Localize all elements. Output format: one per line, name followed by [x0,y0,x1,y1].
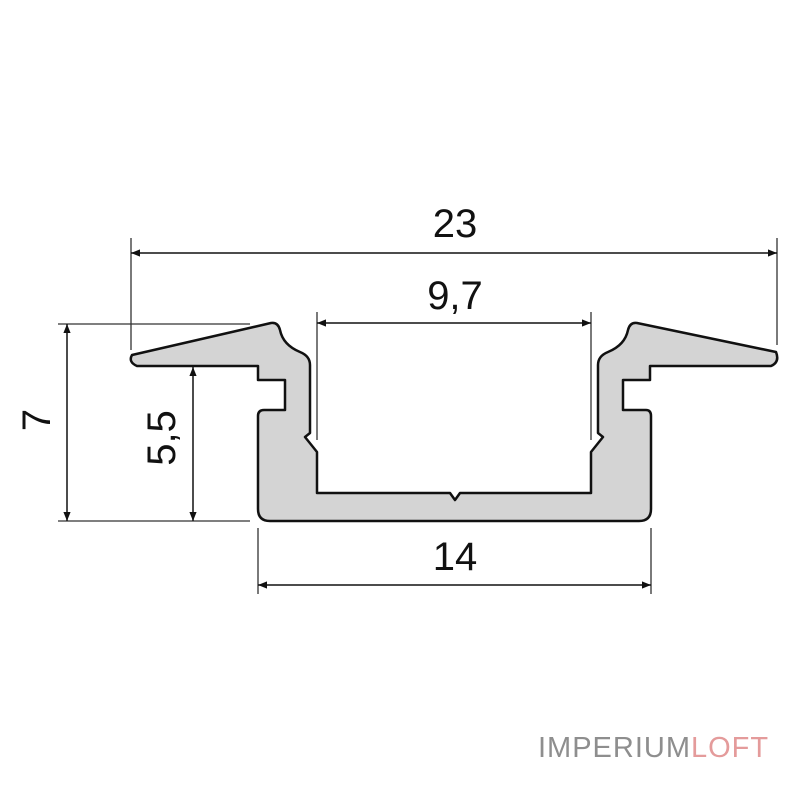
dim-label-overall-width: 23 [433,202,478,246]
logo-part-imperium: IMPERIUM [538,732,691,764]
dim-label-inner-width: 9,7 [427,274,483,318]
brand-logo: IMPERIUMLOFT [538,732,769,765]
dim-label-body-height: 5,5 [140,410,184,466]
aluminium-profile [129,321,779,523]
dim-label-body-width: 14 [433,535,478,579]
logo-part-loft: LOFT [691,732,770,764]
dim-label-overall-height: 7 [15,409,59,431]
